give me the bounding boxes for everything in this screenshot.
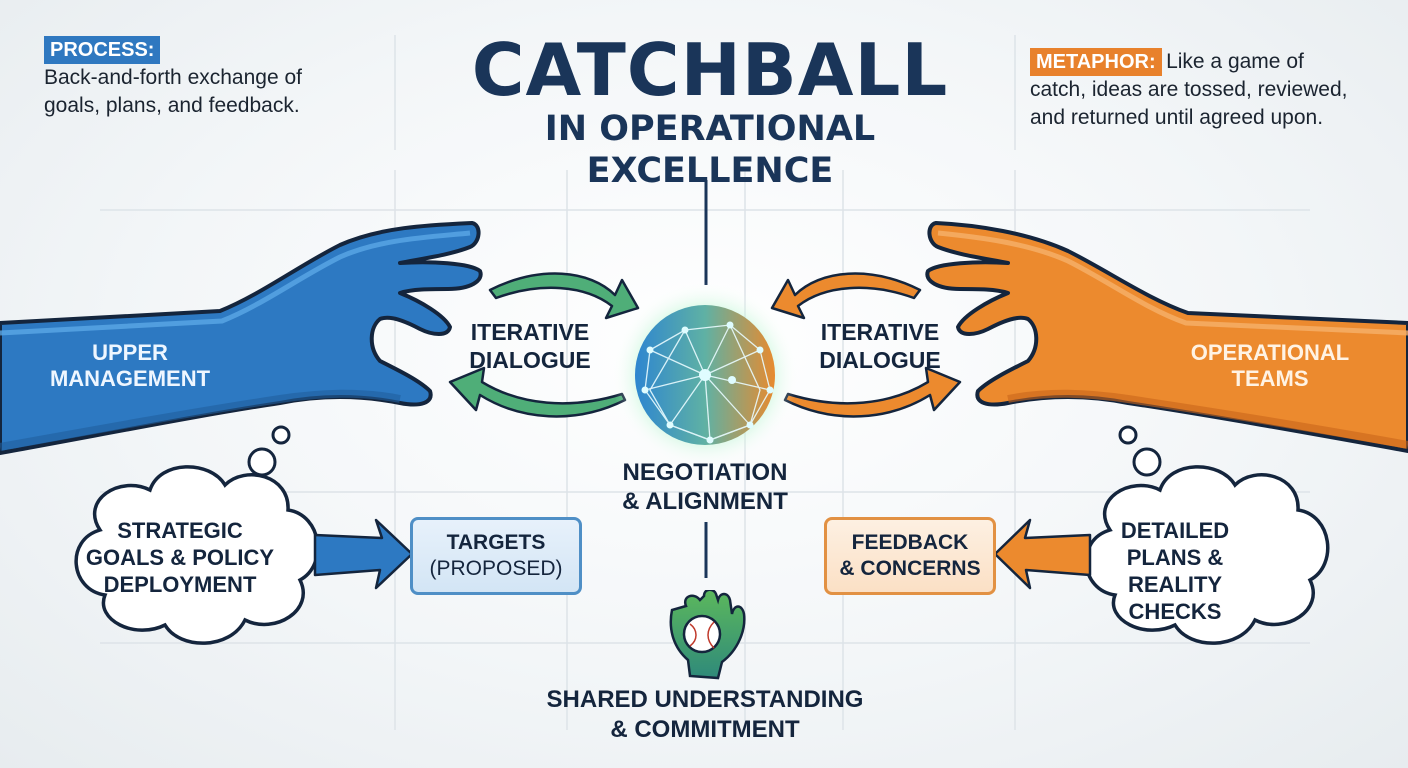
left-dialogue-line2: DIALOGUE — [469, 347, 591, 373]
right-thought-cloud-icon — [993, 425, 1330, 645]
process-label: PROCESS: — [44, 36, 161, 64]
left-cloud-line1: STRATEGIC — [117, 518, 243, 543]
metaphor-label: METAPHOR: — [1030, 48, 1162, 76]
detailed-plans-cloud: DETAILED PLANS & REALITY CHECKS — [1080, 517, 1270, 625]
orange-cycle-arrows-icon — [770, 272, 962, 418]
right-cloud-line3: CHECKS — [1128, 599, 1222, 624]
metaphor-note: METAPHOR: Like a game of catch, ideas ar… — [1030, 48, 1390, 132]
targets-line1: TARGETS — [446, 531, 546, 554]
negotiation-alignment-label: NEGOTIATION & ALIGNMENT — [580, 458, 830, 516]
left-dialogue-line1: ITERATIVE — [470, 319, 590, 345]
operational-teams-line2: TEAMS — [1231, 366, 1309, 391]
right-cloud-line2: PLANS & REALITY — [1126, 545, 1224, 597]
right-dialogue-line1: ITERATIVE — [820, 319, 940, 345]
negotiation-line2: & ALIGNMENT — [622, 488, 788, 515]
process-text-line1: Back-and-forth exchange of — [44, 66, 302, 89]
targets-proposed-box: TARGETS (PROPOSED) — [410, 517, 582, 595]
left-iterative-dialogue-label: ITERATIVE DIALOGUE — [460, 318, 600, 374]
upper-management-line2: MANAGEMENT — [49, 366, 211, 391]
operational-teams-label: OPERATIONAL TEAMS — [1160, 340, 1380, 392]
left-thought-cloud-icon — [74, 425, 414, 645]
process-note: PROCESS: Back-and-forth exchange of goal… — [44, 36, 302, 120]
operational-teams-hand-icon — [925, 221, 1408, 453]
targets-line2: (PROPOSED) — [429, 557, 563, 580]
right-cloud-line1: DETAILED — [1120, 518, 1230, 543]
metaphor-text-line2: catch, ideas are tossed, reviewed, — [1030, 78, 1348, 101]
upper-management-hand-icon — [0, 221, 483, 455]
page-subtitle: IN OPERATIONAL EXCELLENCE — [544, 109, 876, 191]
upper-management-line1: UPPER — [92, 340, 168, 365]
bottom-line2: & COMMITMENT — [610, 716, 800, 743]
feedback-line1: FEEDBACK — [851, 531, 969, 554]
baseball-glove-icon — [669, 590, 746, 680]
right-iterative-dialogue-label: ITERATIVE DIALOGUE — [810, 318, 950, 374]
metaphor-text-line1: Like a game of — [1166, 50, 1304, 73]
right-dialogue-line2: DIALOGUE — [819, 347, 941, 373]
green-cycle-arrows-icon — [448, 272, 640, 418]
process-text-line2: goals, plans, and feedback. — [44, 94, 300, 117]
bottom-line1: SHARED UNDERSTANDING — [546, 686, 864, 713]
feedback-concerns-box: FEEDBACK & CONCERNS — [824, 517, 996, 595]
strategic-goals-cloud: STRATEGIC GOALS & POLICY DEPLOYMENT — [80, 517, 280, 598]
left-cloud-line2: GOALS & POLICY — [85, 545, 275, 570]
network-globe-icon — [612, 282, 798, 468]
shared-understanding-label: SHARED UNDERSTANDING & COMMITMENT — [480, 685, 930, 745]
metaphor-text-line3: and returned until agreed upon. — [1030, 106, 1324, 129]
operational-teams-line1: OPERATIONAL — [1190, 340, 1350, 365]
page-title: CATCHBALL — [471, 28, 949, 112]
feedback-line2: & CONCERNS — [839, 557, 981, 580]
left-cloud-line3: DEPLOYMENT — [103, 572, 257, 597]
negotiation-line1: NEGOTIATION — [622, 459, 788, 486]
upper-management-label: UPPER MANAGEMENT — [30, 340, 230, 392]
